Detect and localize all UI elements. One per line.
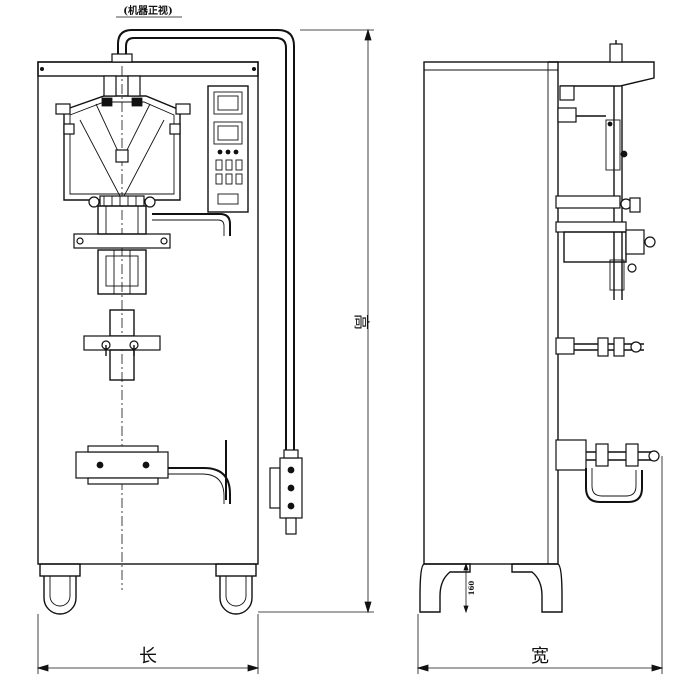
- side-right-leg: [511, 563, 563, 613]
- display-lower: [213, 121, 243, 145]
- side-loop-pipe: [585, 468, 643, 503]
- front-left-wheel: [43, 576, 77, 615]
- side-left-leg: [419, 563, 471, 613]
- horizontal-seal-jaw: [83, 335, 161, 351]
- top-bracket: [548, 61, 655, 87]
- leg-dimension-label: 160: [467, 581, 476, 596]
- side-view: 160: [419, 40, 660, 614]
- front-view: [37, 29, 303, 615]
- control-panel: [207, 85, 249, 213]
- feed-pipe-outer: [117, 29, 295, 450]
- feed-pipe-inner: [125, 37, 287, 450]
- height-dimension: 高: [258, 28, 374, 614]
- width-dimension: 宽: [416, 456, 664, 674]
- width-label: 宽: [531, 646, 549, 667]
- display-upper: [213, 91, 243, 115]
- length-label: 长: [139, 646, 157, 667]
- side-cabinet: [423, 61, 559, 565]
- length-dimension: 长: [36, 614, 260, 674]
- cutter-bar: [75, 451, 169, 479]
- front-right-wheel: [219, 576, 253, 615]
- view-title: (机器正视): [123, 4, 172, 17]
- height-label: 高: [352, 314, 371, 330]
- vertical-seal-bar: [73, 233, 171, 249]
- front-top-rail: [37, 61, 259, 77]
- film-tube: [97, 249, 147, 295]
